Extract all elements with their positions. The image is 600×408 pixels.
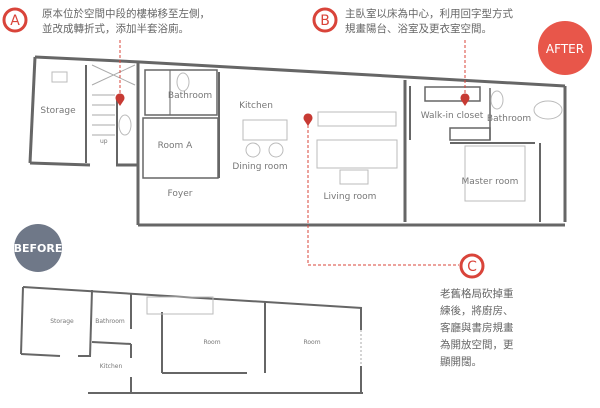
marker-b: B (312, 7, 338, 33)
svg-text:BEFORE: BEFORE (14, 242, 63, 255)
after-badge: AFTER (538, 21, 592, 75)
room-label-kitchen: Kitchen (239, 101, 273, 111)
before-room-labels: Storage Bathroom Kitchen Room Room (50, 318, 320, 370)
svg-text:A: A (10, 13, 20, 29)
after-outer-top-wall (34, 55, 566, 88)
after-room-labels: Storage Bathroom Kitchen Room A Dining r… (40, 91, 531, 202)
annotation-line: 顯開闊。 (440, 356, 482, 368)
annotation-line: 客廳與書房規畫 (440, 322, 514, 334)
before-plan (20, 286, 363, 394)
annotation-line: 主臥室以床為中心，利用回字型方式 (345, 8, 513, 20)
annotation-line: 並改成轉折式，添加半套浴廁。 (42, 23, 189, 35)
before-room-label-room: Room (303, 339, 320, 346)
stair-up-label: up (100, 138, 108, 145)
room-label-dining-room: Dining room (232, 162, 287, 172)
room-label-master-bathroom: Bathroom (487, 114, 531, 124)
leader-lines (119, 40, 466, 266)
room-label-walk-in-closet: Walk-in closet (421, 111, 484, 121)
before-room-label-kitchen: Kitchen (100, 363, 123, 370)
svg-text:B: B (320, 13, 330, 29)
annotation-line: 老舊格局砍掉重 (440, 288, 514, 300)
annotation-line: 為開放空間，更 (440, 339, 514, 351)
after-plan (28, 55, 567, 227)
annotation-b-text: 主臥室以床為中心，利用回字型方式 規畫陽台、浴室及更衣室空間。 (345, 7, 513, 37)
room-label-room-a: Room A (158, 141, 193, 151)
room-label-living-room: Living room (324, 192, 377, 202)
after-furniture (51, 71, 563, 202)
annotation-c-text: 老舊格局砍掉重 練後，將廚房、 客廳與書房規畫 為開放空間，更 顯開闊。 (440, 286, 514, 371)
room-label-foyer: Foyer (168, 189, 193, 199)
annotation-line: 原本位於空間中段的樓梯移至左側， (42, 8, 210, 20)
room-label-master-room: Master room (462, 177, 519, 187)
marker-c: C (459, 253, 485, 279)
room-label-bathroom: Bathroom (168, 91, 212, 101)
before-room-label-bathroom: Bathroom (95, 318, 125, 325)
svg-text:AFTER: AFTER (546, 42, 584, 56)
annotation-line: 練後，將廚房、 (440, 305, 514, 317)
annotation-a-text: 原本位於空間中段的樓梯移至左側， 並改成轉折式，添加半套浴廁。 (42, 7, 210, 37)
before-room-label-room: Room (203, 339, 220, 346)
staircase (91, 64, 136, 136)
map-pin-icon (115, 93, 470, 126)
before-badge: BEFORE (14, 224, 63, 272)
svg-text:C: C (467, 259, 477, 275)
marker-a: A (2, 7, 28, 33)
room-label-storage: Storage (40, 106, 76, 116)
annotation-line: 規畫陽台、浴室及更衣室空間。 (345, 23, 492, 35)
before-room-label-storage: Storage (50, 318, 74, 325)
